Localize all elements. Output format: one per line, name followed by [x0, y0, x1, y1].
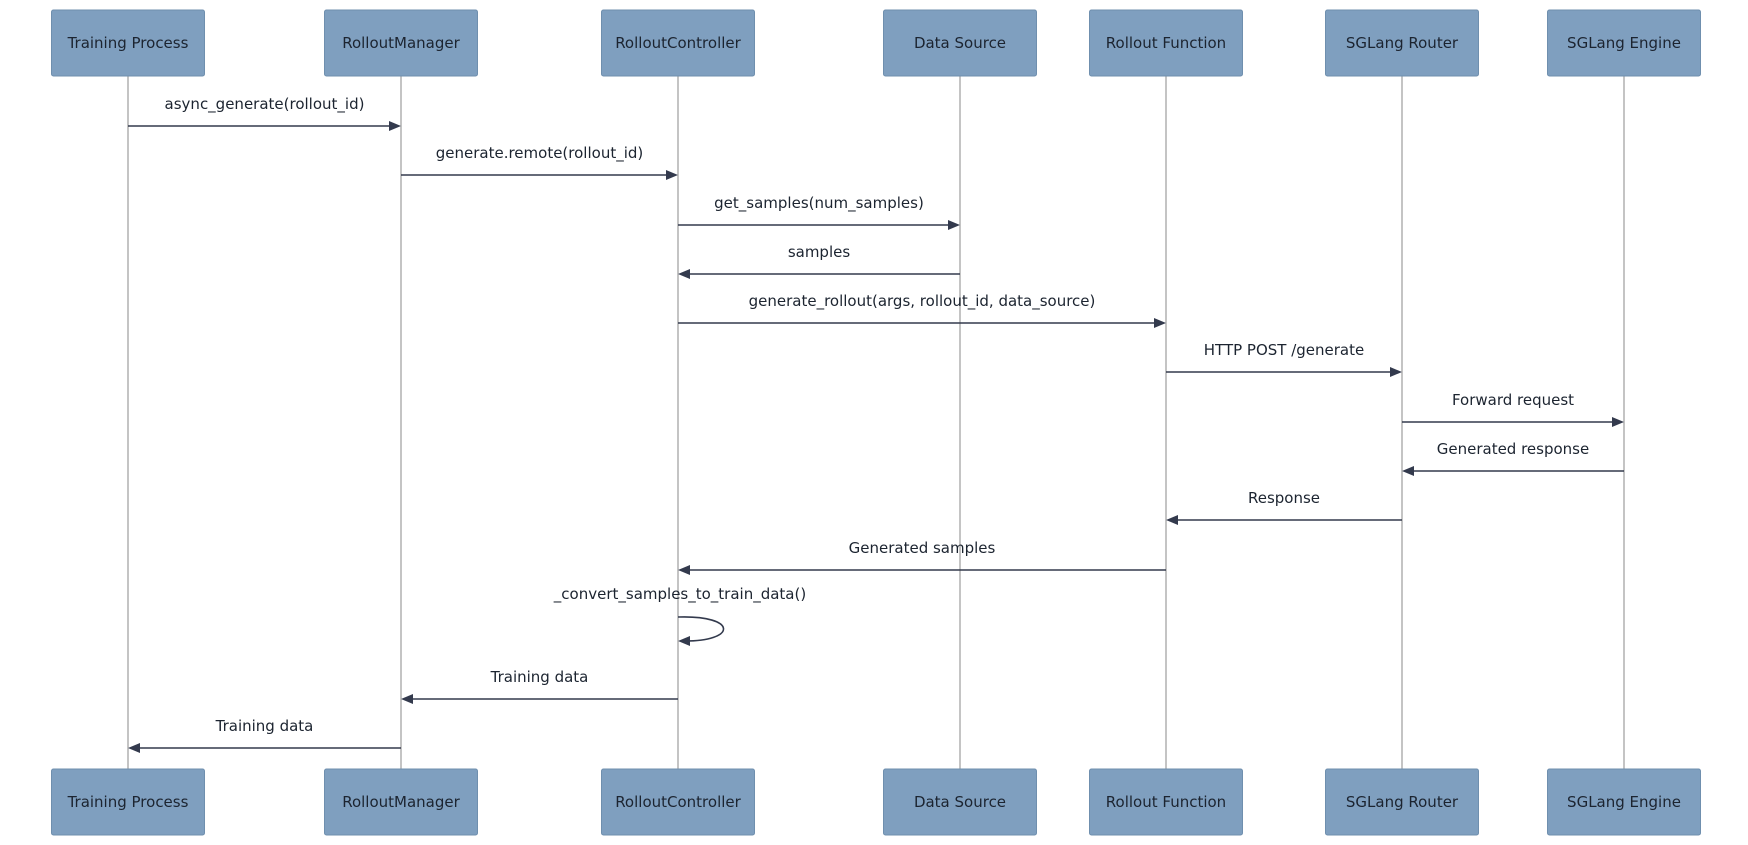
arrowhead: [389, 121, 401, 131]
message-11: _convert_samples_to_train_data(): [553, 585, 806, 646]
message-label: Generated samples: [849, 539, 996, 557]
arrowhead: [128, 743, 140, 753]
message-13: Training data: [128, 717, 401, 753]
participant-controller-bottom: RolloutController: [601, 768, 755, 836]
participant-label: Training Process: [67, 793, 189, 811]
message-10: Generated samples: [678, 539, 1166, 575]
arrowhead: [1166, 515, 1178, 525]
participant-label: SGLang Router: [1346, 793, 1459, 811]
participant-label: Rollout Function: [1106, 34, 1226, 52]
message-4: samples: [678, 243, 960, 279]
participant-label: RolloutController: [615, 34, 741, 52]
arrowhead: [678, 565, 690, 575]
participant-box: [324, 768, 478, 836]
message-6: HTTP POST /generate: [1166, 341, 1402, 377]
message-label: generate_rollout(args, rollout_id, data_…: [749, 292, 1096, 311]
participant-engine-bottom: SGLang Engine: [1547, 768, 1701, 836]
participant-router-bottom: SGLang Router: [1325, 768, 1479, 836]
self-message-loop: [677, 616, 725, 642]
message-8: Generated response: [1402, 440, 1624, 476]
participant-label: Data Source: [914, 793, 1006, 811]
participants-bottom: Training Process RolloutManager RolloutCon…: [51, 768, 1701, 836]
participant-controller-top: RolloutController: [601, 9, 755, 77]
participant-box: [883, 768, 1037, 836]
participant-router-top: SGLang Router: [1325, 9, 1479, 77]
message-1: async_generate(rollout_id): [128, 95, 401, 131]
participant-box: [1547, 9, 1701, 77]
message-label: Generated response: [1437, 440, 1589, 458]
participant-manager-bottom: RolloutManager: [324, 768, 478, 836]
arrowhead: [666, 170, 678, 180]
message-5: generate_rollout(args, rollout_id, data_…: [678, 292, 1166, 328]
arrowhead: [1612, 417, 1624, 427]
message-label: async_generate(rollout_id): [165, 95, 365, 114]
arrowhead: [678, 269, 690, 279]
arrowhead: [1402, 466, 1414, 476]
messages: async_generate(rollout_id) generate.remot…: [128, 95, 1624, 753]
message-label: Forward request: [1452, 391, 1574, 409]
arrowhead: [1390, 367, 1402, 377]
participant-label: SGLang Router: [1346, 34, 1459, 52]
participant-label: SGLang Engine: [1567, 34, 1681, 52]
arrowhead: [1154, 318, 1166, 328]
participant-label: RolloutManager: [342, 793, 460, 811]
participant-box: [601, 9, 755, 77]
participant-training-top: Training Process: [51, 9, 205, 77]
participant-manager-top: RolloutManager: [324, 9, 478, 77]
participant-box: [1325, 768, 1479, 836]
lifelines: [127, 76, 1625, 769]
participant-rolloutfn-bottom: Rollout Function: [1089, 768, 1243, 836]
message-label: HTTP POST /generate: [1204, 341, 1364, 359]
message-label: generate.remote(rollout_id): [436, 144, 644, 163]
message-2: generate.remote(rollout_id): [401, 144, 678, 180]
participant-label: Training Process: [67, 34, 189, 52]
participant-datasource-top: Data Source: [883, 9, 1037, 77]
participant-box: [883, 9, 1037, 77]
participant-box: [324, 9, 478, 77]
message-label: Training data: [490, 668, 589, 686]
participant-box: [1547, 768, 1701, 836]
message-12: Training data: [401, 668, 678, 704]
participant-box: [1325, 9, 1479, 77]
participant-box: [1089, 9, 1243, 77]
message-label: Training data: [215, 717, 314, 735]
arrowhead: [678, 636, 690, 646]
participant-rolloutfn-top: Rollout Function: [1089, 9, 1243, 77]
message-label: _convert_samples_to_train_data(): [553, 585, 806, 604]
participant-engine-top: SGLang Engine: [1547, 9, 1701, 77]
participant-box: [1089, 768, 1243, 836]
participant-label: RolloutManager: [342, 34, 460, 52]
participants-top: Training Process RolloutManager RolloutCon…: [51, 9, 1701, 77]
message-3: get_samples(num_samples): [678, 194, 960, 230]
message-9: Response: [1166, 489, 1402, 525]
participant-box: [51, 768, 205, 836]
message-7: Forward request: [1402, 391, 1624, 427]
message-label: Response: [1248, 489, 1320, 507]
message-label: samples: [788, 243, 851, 261]
participant-label: Data Source: [914, 34, 1006, 52]
participant-box: [51, 9, 205, 77]
arrowhead: [401, 694, 413, 704]
participant-box: [601, 768, 755, 836]
participant-label: RolloutController: [615, 793, 741, 811]
arrowhead: [948, 220, 960, 230]
participant-training-bottom: Training Process: [51, 768, 205, 836]
participant-label: Rollout Function: [1106, 793, 1226, 811]
message-label: get_samples(num_samples): [714, 194, 924, 213]
participant-datasource-bottom: Data Source: [883, 768, 1037, 836]
participant-label: SGLang Engine: [1567, 793, 1681, 811]
